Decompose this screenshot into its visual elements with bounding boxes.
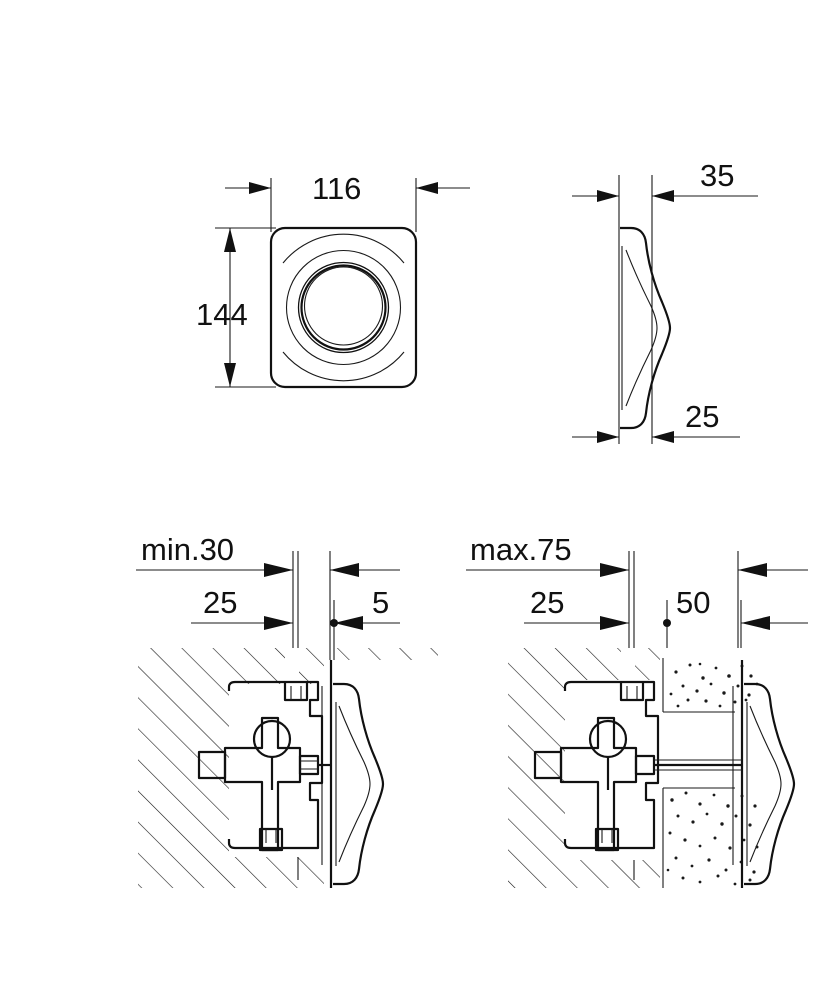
front-height-dimension-label: 144	[196, 297, 248, 332]
section-min-gap-dimension-label: 5	[372, 585, 389, 620]
section-maximum-install-depth: max.75 25 50	[466, 532, 808, 888]
section-max-stud-mask	[621, 648, 635, 693]
section-max-plate-inner-contour	[749, 705, 782, 863]
section-max-channel-mask	[660, 648, 808, 888]
section-max-gap-origin-dot	[663, 619, 671, 627]
side-offset-dimension-label: 25	[685, 399, 719, 434]
front-upper-arc	[282, 233, 405, 264]
front-elevation-view: 116 144	[196, 171, 470, 389]
section-min-spindle-cross	[223, 716, 302, 852]
front-outer-ring	[285, 249, 402, 366]
section-max-depth-dimension-label: max.75	[470, 532, 572, 567]
section-max-spindle-nut	[594, 827, 620, 852]
section-min-plate-inner-contour	[338, 705, 371, 863]
side-inner-contour	[625, 249, 658, 407]
section-min-depth-dimension-label: min.30	[141, 532, 234, 567]
section-max-gap-dimension-label: 50	[676, 585, 710, 620]
section-max-spindle-cross	[559, 716, 638, 852]
side-profile-view: 35 25	[572, 158, 758, 444]
section-min-plate-mask	[324, 660, 444, 890]
section-max-inlet-port	[533, 750, 563, 780]
front-button-face	[303, 266, 384, 346]
section-min-wall-dimension-label: 25	[203, 585, 237, 620]
side-plate-profile	[620, 226, 672, 430]
section-min-top-stud	[283, 682, 309, 702]
front-lower-arc	[282, 351, 405, 382]
front-plate-outline	[269, 226, 418, 389]
section-max-wall-dimension-label: 25	[530, 585, 564, 620]
side-projection-dimension-label: 35	[700, 158, 734, 193]
section-min-valve-housing	[227, 680, 324, 850]
front-button-bezel	[300, 264, 387, 351]
section-min-spindle-nut	[258, 827, 284, 852]
front-width-dimension-label: 116	[312, 171, 361, 206]
section-min-actuation-plate	[333, 682, 385, 886]
section-min-stud-mask	[285, 648, 299, 693]
section-max-top-stud	[619, 682, 645, 702]
section-minimum-install-depth: min.30 25 5	[136, 532, 444, 890]
section-max-actuation-plate	[744, 682, 796, 886]
section-min-inlet-port	[197, 750, 227, 780]
section-max-valve-housing	[563, 680, 660, 850]
front-button-bezel-outer	[297, 261, 390, 354]
